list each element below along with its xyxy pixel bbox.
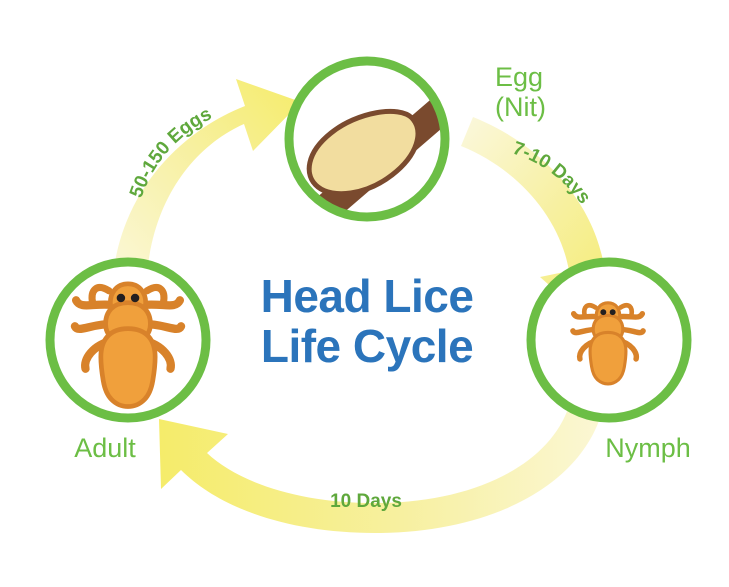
stage-label-egg-line1: Egg [495,62,543,92]
egg-circle-ring [284,56,450,222]
stage-label-nymph: Nymph [605,433,691,463]
adult-louse-icon [75,284,181,407]
stage-label-egg-line2: (Nit) [495,92,546,122]
arrow-nymph-to-adult [159,406,601,533]
stage-adult[interactable] [45,257,211,423]
stage-nymph[interactable] [526,257,692,423]
stage-label-adult: Adult [74,433,136,463]
arrow-label-nymph-to-adult: 10 Days [330,491,402,512]
stage-egg[interactable] [279,56,470,252]
page-title-line1: Head Lice [261,270,474,322]
page-title-line2: Life Cycle [261,320,473,372]
arrow-adult-to-egg [112,79,301,297]
nymph-circle-ring [526,257,692,423]
nymph-louse-icon [573,303,643,384]
adult-circle-ring [45,257,211,423]
